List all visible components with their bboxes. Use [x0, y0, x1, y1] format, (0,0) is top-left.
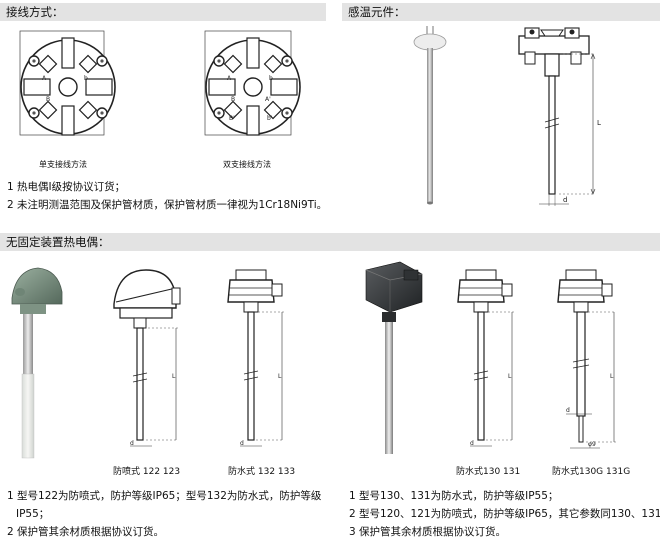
dim-length-label: L: [278, 373, 282, 380]
thermocouple-drawing-spray-proof: L d: [113, 269, 181, 447]
dim-diameter-label: d: [130, 440, 134, 447]
terminal-label: b': [267, 115, 273, 122]
thermocouple-drawing-waterproof-130: L d: [457, 269, 514, 447]
dim-length-label: L: [172, 373, 176, 380]
terminal-label: A: [227, 75, 232, 82]
dim-length-label: L: [597, 119, 601, 127]
dim-length-label: L: [610, 373, 614, 380]
terminal-label: B': [229, 115, 235, 122]
single-wiring-diagram: A B b: [19, 30, 116, 136]
product-caption: 防水式 132 133: [228, 467, 296, 477]
terminal-label: B: [46, 96, 50, 103]
wiring-note: 1 热电偶I级按协议订货；: [7, 181, 126, 193]
model-note-left: IP55；: [16, 508, 50, 520]
wiring-note: 2 未注明测温范围及保护管材质，保护管材质一律视为1Cr18Ni9Ti。: [7, 199, 328, 211]
terminal-label: A': [265, 96, 271, 103]
section-header-thermocouple: 无固定装置热电偶：: [0, 233, 660, 251]
dim-length-label: L: [508, 373, 512, 380]
sensing-element-photo: [413, 26, 447, 205]
product-caption: 防喷式 122 123: [113, 467, 181, 477]
product-caption: 防水式130G 131G: [552, 467, 631, 477]
model-note-left: 2 保护管其余材质根据协议订货。: [7, 526, 165, 538]
thermocouple-drawing-waterproof-132: L d: [227, 269, 284, 447]
dim-diameter-label: d: [240, 440, 244, 447]
thermocouple-photo-spray-proof: [11, 267, 63, 459]
terminal-label: A: [42, 75, 47, 82]
section-title: 无固定装置热电偶：: [6, 235, 110, 249]
dim-phi-label: φ9: [588, 441, 596, 448]
thermocouple-drawing-waterproof-130g: L d φ9: [557, 269, 616, 449]
double-wiring-diagram: A B b A' B' b': [204, 30, 301, 136]
section-title: 感温元件：: [348, 5, 406, 19]
sensing-element-drawing: L d: [518, 27, 601, 206]
dim-diameter-label: d: [566, 407, 570, 414]
model-note-right: 1 型号130、131为防水式，防护等级IP55；: [349, 490, 559, 502]
section-header-element: 感温元件：: [342, 3, 660, 21]
section-title: 接线方式：: [6, 5, 64, 19]
terminal-label: B: [231, 96, 235, 103]
terminal-label: b: [84, 75, 88, 82]
thermocouple-photo-waterproof: [365, 261, 423, 454]
model-note-right: 3 保护管其余材质根据协议订货。: [349, 526, 507, 538]
product-caption: 防水式130 131: [456, 467, 521, 477]
model-note-left: 1 型号122为防喷式，防护等级IP65；型号132为防水式，防护等级: [7, 490, 322, 502]
double-wiring-caption: 双支接线方法: [223, 160, 271, 169]
dim-diameter-label: d: [563, 196, 567, 204]
terminal-label: b: [269, 75, 273, 82]
model-note-right: 2 型号120、121为防喷式，防护等级IP65，其它参数同130、131；: [349, 508, 660, 520]
section-header-wiring: 接线方式：: [0, 3, 326, 21]
single-wiring-caption: 单支接线方法: [39, 160, 87, 169]
dim-diameter-label: d: [470, 440, 474, 447]
